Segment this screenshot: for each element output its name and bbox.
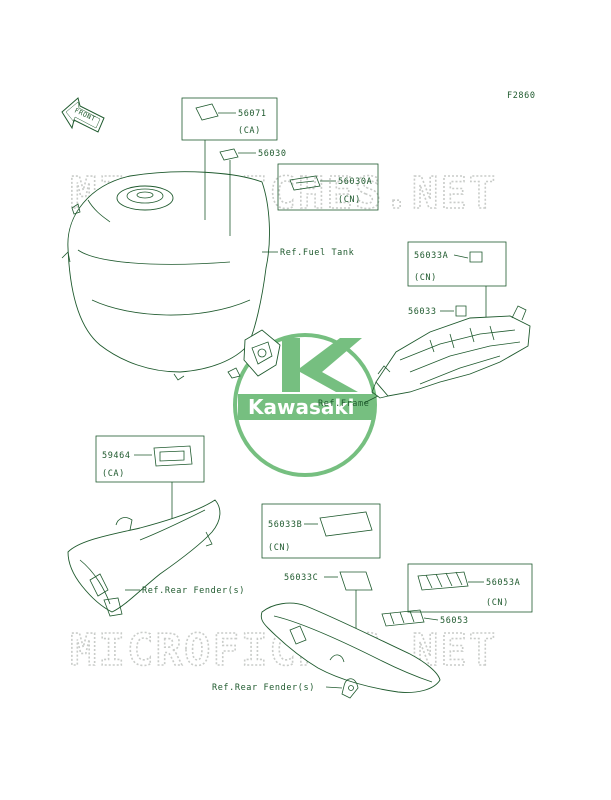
label-icon-59464 (153, 445, 193, 467)
part-56033A-note: (CN) (414, 273, 437, 283)
label-icon-56053A (417, 571, 469, 591)
part-56033B: 56033B (268, 520, 302, 530)
label-icon-56033C (339, 571, 373, 591)
label-icon-56033A (469, 251, 483, 263)
ref-fuel-tank: Ref.Fuel Tank (280, 248, 354, 258)
fuel-tank-drawing (61, 171, 281, 381)
part-56033B-note: (CN) (268, 543, 291, 553)
label-box-59464 (95, 435, 205, 483)
ref-frame: Ref.Frame (318, 399, 369, 409)
ref-rear-fender-1: Ref.Rear Fender(s) (142, 586, 245, 596)
part-56033A: 56033A (414, 251, 448, 261)
ref-rear-fender-2: Ref.Rear Fender(s) (212, 683, 315, 693)
label-box-56033B (261, 503, 381, 559)
part-56030A-note: (CN) (338, 195, 361, 205)
part-59464: 59464 (102, 451, 131, 461)
label-icon-56033 (455, 305, 467, 317)
label-box-56030A (277, 163, 379, 211)
label-box-56071 (181, 97, 278, 141)
label-icon-56033B (319, 511, 373, 537)
front-arrow-icon: FRONT (61, 97, 105, 133)
label-icon-56030A (289, 175, 321, 191)
rear-fender-left-drawing (67, 499, 221, 617)
part-56030: 56030 (258, 149, 287, 159)
label-box-56053A (407, 563, 533, 613)
part-56033: 56033 (408, 307, 437, 317)
part-56053A: 56053A (486, 578, 520, 588)
label-icon-56071 (195, 103, 219, 121)
part-56033C: 56033C (284, 573, 318, 583)
kawasaki-logo: Kawasaki (233, 333, 377, 477)
part-59464-note: (CA) (102, 469, 125, 479)
rear-fender-right-drawing (260, 602, 441, 699)
label-icon-56053 (381, 609, 425, 627)
part-56071: 56071 (238, 109, 267, 119)
part-56071-note: (CA) (238, 126, 261, 136)
kawasaki-logo-text: Kawasaki (248, 395, 355, 419)
part-56053A-note: (CN) (486, 598, 509, 608)
label-box-56033A (407, 241, 507, 287)
part-56030A: 56030A (338, 177, 372, 187)
frame-drawing (371, 305, 531, 399)
label-icon-56030 (219, 148, 239, 161)
figure-code: F2860 (507, 91, 536, 101)
part-56053: 56053 (440, 616, 469, 626)
